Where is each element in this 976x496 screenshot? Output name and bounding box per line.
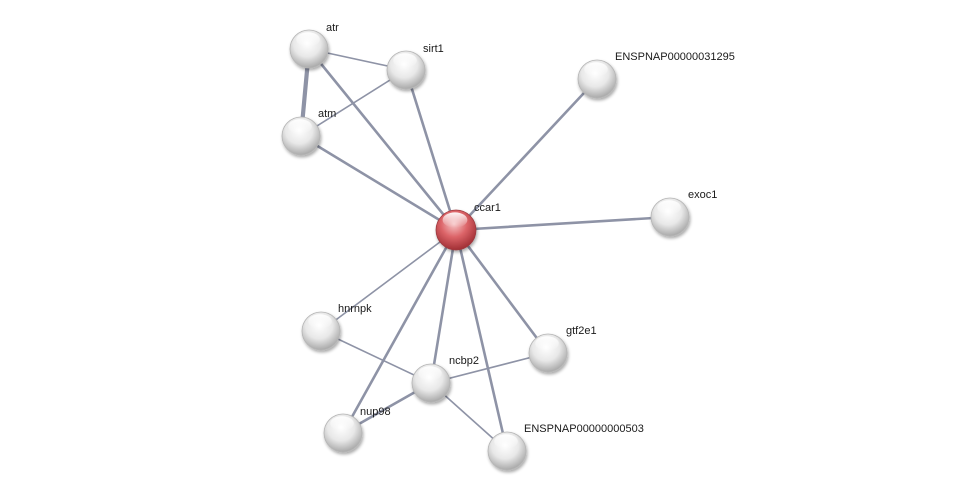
node-label-hnrnpk: hnrnpk <box>338 303 372 315</box>
edge-hnrnpk-ccar1[interactable] <box>320 229 457 332</box>
node-ENSPNAP00000031295[interactable]: ENSPNAP00000031295 <box>577 51 735 99</box>
node-sirt1[interactable]: sirt1 <box>386 43 444 90</box>
node-label-atm: atm <box>318 108 336 120</box>
edge-ncbp2-gtf2e1[interactable] <box>430 352 549 384</box>
node-hnrnpk[interactable]: hnrnpk <box>301 303 372 351</box>
edge-ncbp2-ccar1[interactable] <box>429 228 458 385</box>
node-gtf2e1[interactable]: gtf2e1 <box>528 325 597 373</box>
node-highlight <box>584 62 608 77</box>
node-highlight <box>494 434 518 449</box>
edge-ENSPNAP00000000503-ccar1[interactable] <box>454 228 509 453</box>
node-ccar1[interactable]: ccar1 <box>435 202 501 251</box>
node-atm[interactable]: atm <box>281 108 336 156</box>
edge-nup98-ccar1[interactable] <box>341 228 458 435</box>
node-highlight <box>418 366 442 381</box>
node-highlight <box>288 119 312 134</box>
node-exoc1[interactable]: exoc1 <box>650 189 717 237</box>
node-highlight <box>296 32 320 47</box>
node-label-atr: atr <box>326 22 339 34</box>
node-label-ENSPNAP00000000503: ENSPNAP00000000503 <box>524 423 644 435</box>
edge-layer <box>298 46 672 453</box>
edge-sirt1-ccar1[interactable] <box>404 68 458 232</box>
node-highlight <box>308 314 332 329</box>
node-ENSPNAP00000000503[interactable]: ENSPNAP00000000503 <box>487 423 644 471</box>
node-label-nup98: nup98 <box>360 406 391 418</box>
node-label-ccar1: ccar1 <box>474 202 501 214</box>
node-atr[interactable]: atr <box>289 22 339 69</box>
edge-atr-ccar1[interactable] <box>307 47 458 232</box>
node-highlight <box>393 53 417 68</box>
node-highlight <box>535 336 559 351</box>
node-nup98[interactable]: nup98 <box>323 406 391 453</box>
edge-hnrnpk-ncbp2[interactable] <box>320 330 432 384</box>
node-label-ENSPNAP00000031295: ENSPNAP00000031295 <box>615 51 735 63</box>
node-ncbp2[interactable]: ncbp2 <box>411 355 479 403</box>
node-layer: ccar1 atr sirt1 atm ENSPNAP00000031295 exoc1 h… <box>281 22 735 471</box>
edge-exoc1-ccar1[interactable] <box>454 215 672 232</box>
edge-ENSPNAP00000031295-ccar1[interactable] <box>454 77 599 232</box>
node-label-ncbp2: ncbp2 <box>449 355 479 367</box>
edge-gtf2e1-ccar1[interactable] <box>454 228 550 355</box>
edge-atm-ccar1[interactable] <box>299 134 458 232</box>
node-label-sirt1: sirt1 <box>423 43 444 55</box>
node-label-exoc1: exoc1 <box>688 189 717 201</box>
node-highlight <box>657 200 681 215</box>
node-label-gtf2e1: gtf2e1 <box>566 325 597 337</box>
node-highlight <box>442 212 468 228</box>
node-highlight <box>330 416 354 431</box>
